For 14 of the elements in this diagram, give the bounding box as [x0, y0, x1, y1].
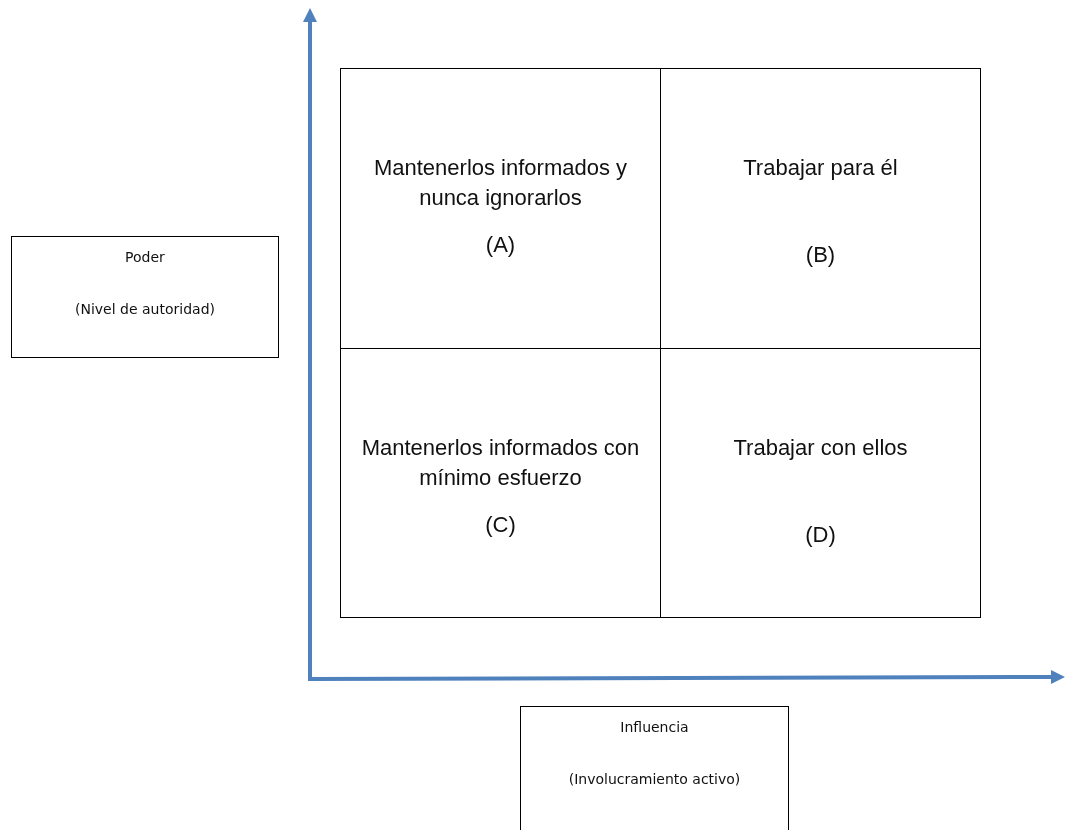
axis-title: Poder — [124, 249, 166, 265]
axis-subtitle: (Nivel de autoridad) — [74, 301, 216, 317]
quadrant-letter: (B) — [804, 241, 837, 269]
quadrant-letter: (A) — [484, 231, 517, 259]
quadrant-strategy-text: Mantenerlos informados con mínimo esfuerzo — [360, 434, 641, 492]
quadrant-strategy-text: Trabajar para él — [742, 154, 899, 182]
quadrant-letter: (C) — [484, 511, 517, 539]
quadrant-letter: (D) — [804, 521, 837, 549]
axis-label-box — [520, 706, 789, 830]
axis-subtitle: (Involucramiento activo) — [567, 771, 742, 787]
axis-label-box — [11, 236, 279, 358]
quadrant-strategy-text: Mantenerlos informados y nunca ignorarlos — [372, 154, 629, 212]
quadrant-strategy-text: Trabajar con ellos — [732, 434, 909, 462]
axis-title: Influencia — [619, 719, 690, 735]
